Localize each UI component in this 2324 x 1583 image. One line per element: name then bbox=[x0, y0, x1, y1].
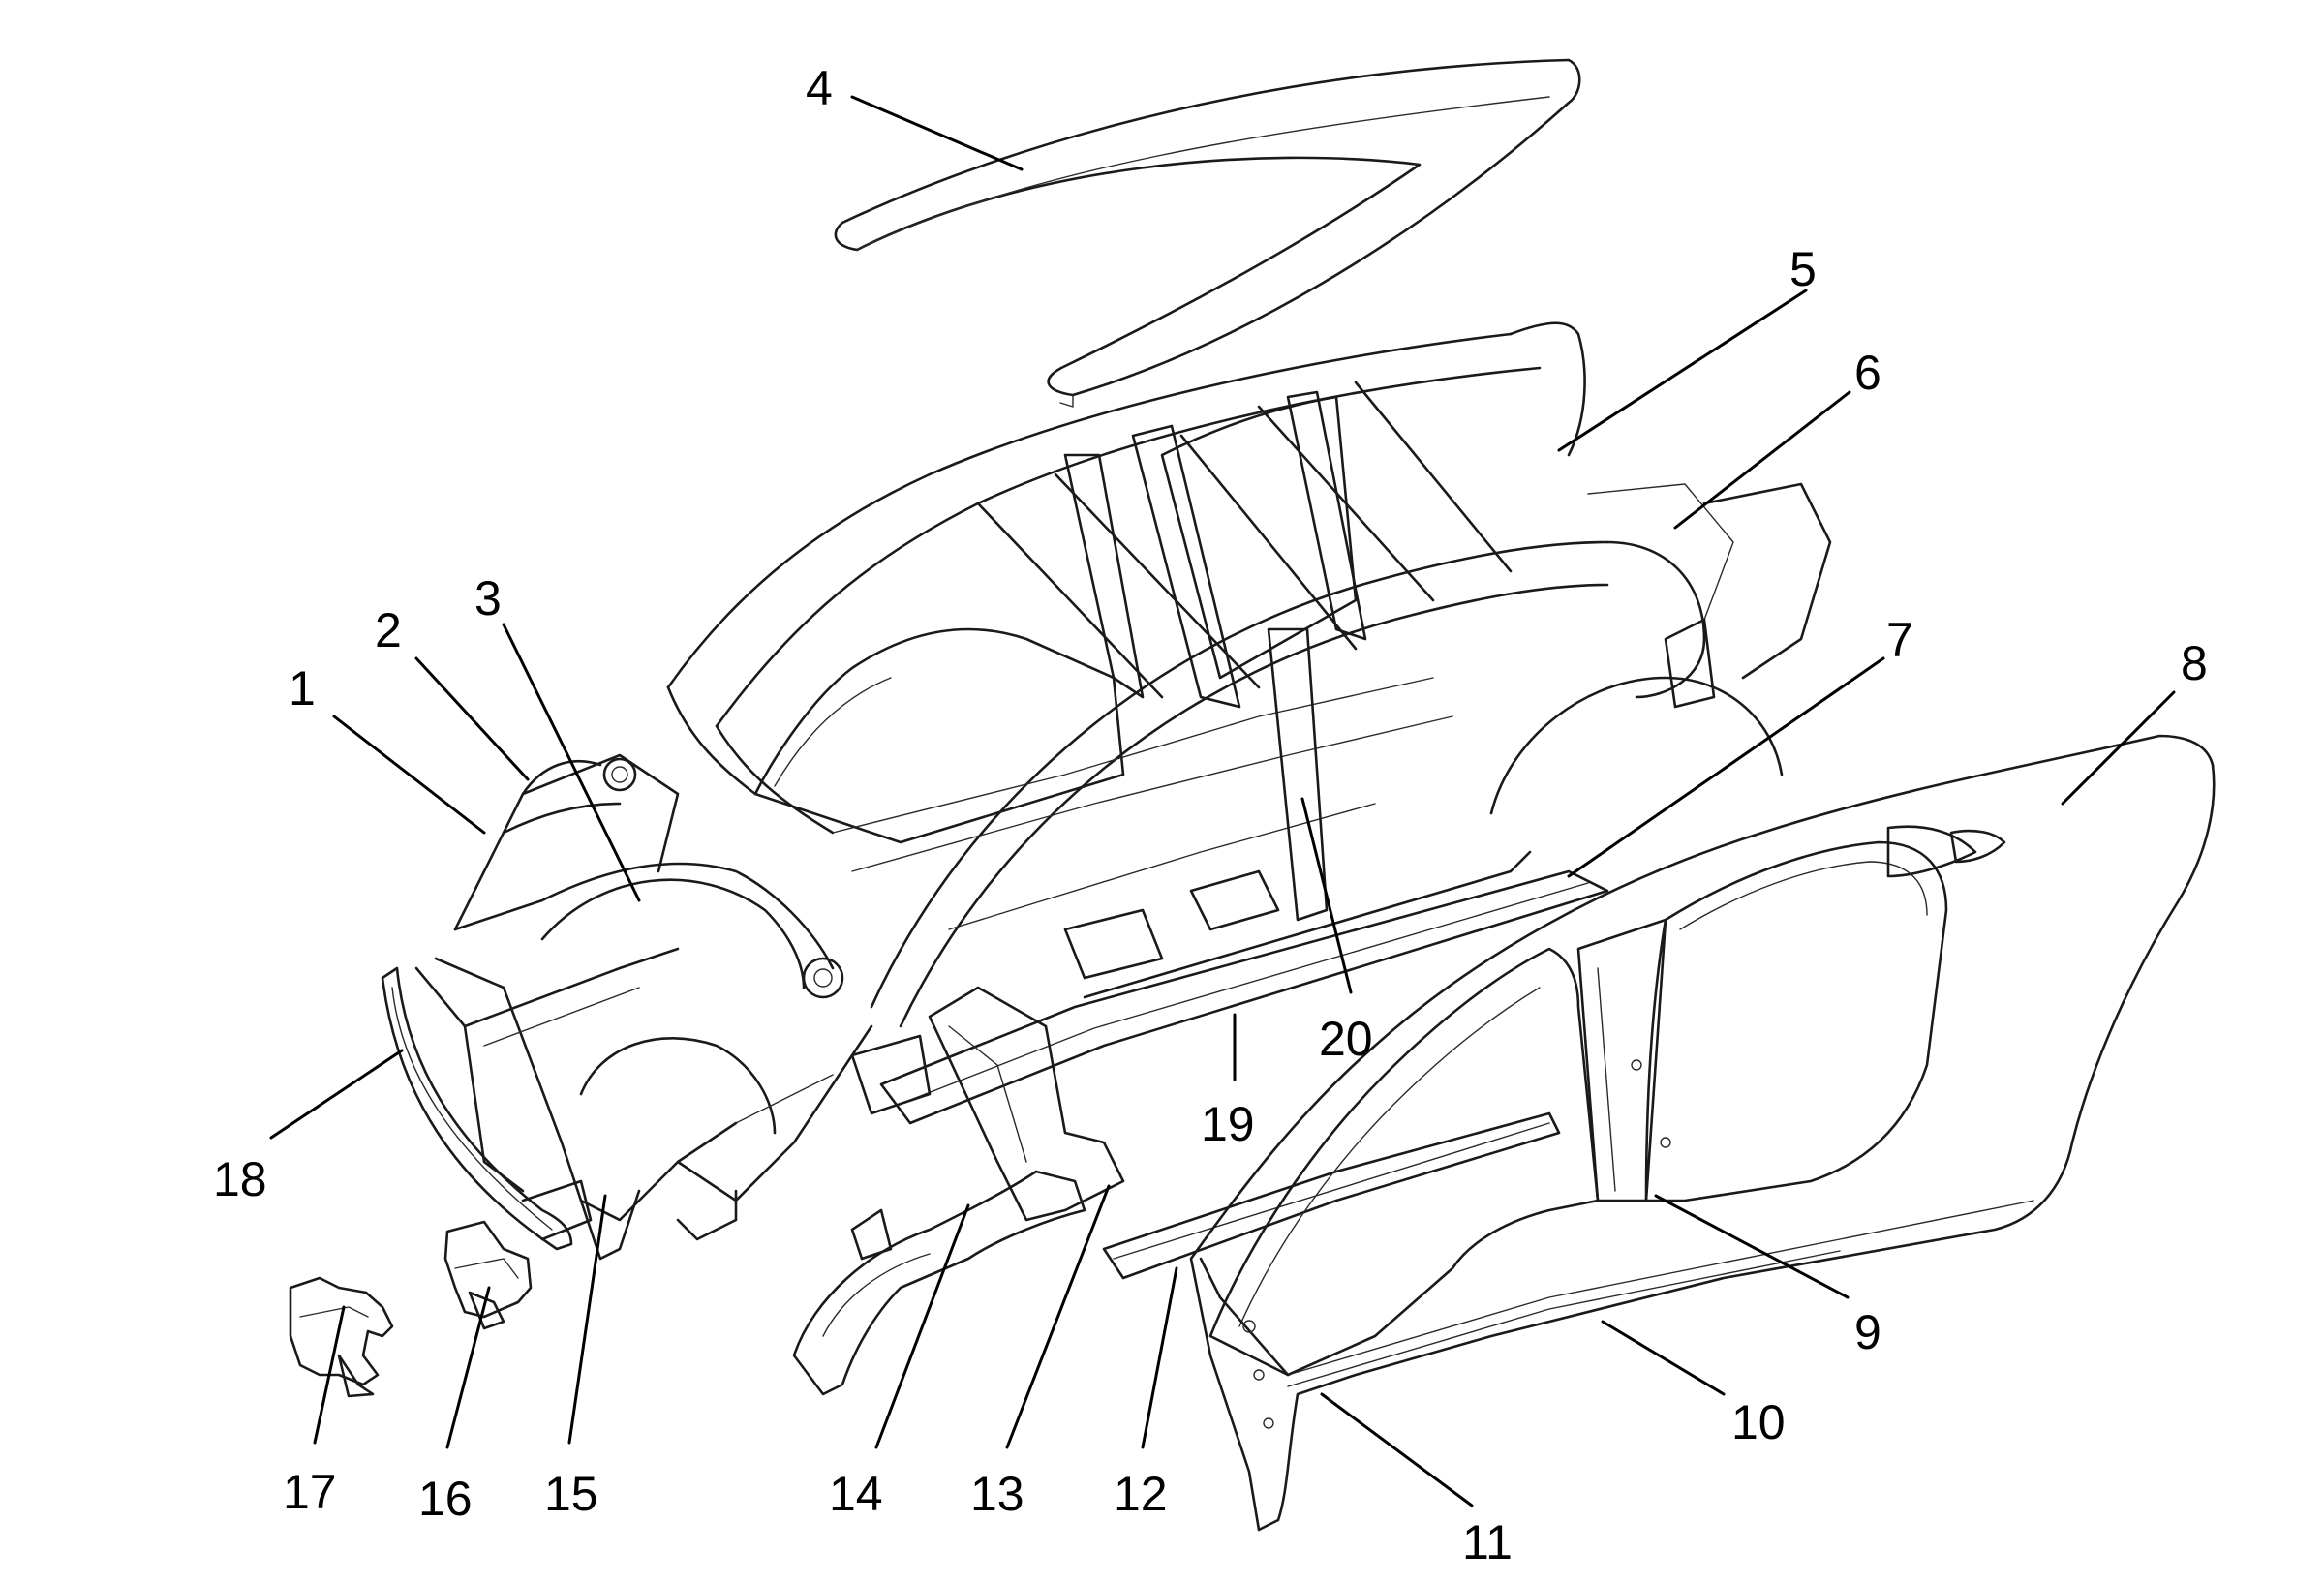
bracket-16 bbox=[443, 1220, 533, 1330]
callout-6: 6 bbox=[1854, 346, 1881, 400]
callout-15: 15 bbox=[544, 1467, 598, 1521]
roof-panel bbox=[834, 58, 1581, 408]
callout-16: 16 bbox=[418, 1472, 473, 1526]
callout-2: 2 bbox=[375, 603, 402, 657]
leader-14 bbox=[874, 1203, 970, 1449]
callout-19: 19 bbox=[1201, 1097, 1255, 1151]
rocker-outer-reinforcement bbox=[1102, 1111, 1561, 1280]
callout-20: 20 bbox=[1319, 1012, 1373, 1066]
callout-13: 13 bbox=[970, 1467, 1024, 1521]
leader-1 bbox=[332, 715, 486, 835]
callout-1: 1 bbox=[289, 661, 316, 715]
leader-8 bbox=[2061, 690, 2176, 806]
leader-9 bbox=[1654, 1194, 1850, 1299]
callout-8: 8 bbox=[2181, 636, 2208, 690]
body-in-white bbox=[414, 321, 1832, 1261]
leader-3 bbox=[502, 623, 641, 902]
leader-6 bbox=[1673, 390, 1851, 530]
front-bumper-beam bbox=[381, 966, 593, 1251]
callout-5: 5 bbox=[1789, 242, 1817, 296]
callout-11: 11 bbox=[1462, 1515, 1513, 1569]
callout-7: 7 bbox=[1886, 613, 1913, 667]
leader-lines bbox=[269, 95, 2176, 1507]
callout-4: 4 bbox=[806, 61, 833, 115]
leader-4 bbox=[850, 95, 1024, 171]
callout-18: 18 bbox=[213, 1152, 267, 1206]
callout-9: 9 bbox=[1854, 1305, 1881, 1359]
leader-10 bbox=[1601, 1320, 1726, 1396]
leader-17 bbox=[313, 1305, 346, 1445]
leader-13 bbox=[1005, 1184, 1111, 1449]
bracket-17 bbox=[289, 1276, 394, 1398]
callout-3: 3 bbox=[474, 571, 502, 625]
leader-16 bbox=[445, 1286, 491, 1449]
callout-10: 10 bbox=[1731, 1395, 1786, 1449]
leader-12 bbox=[1141, 1266, 1178, 1449]
leader-2 bbox=[414, 656, 530, 781]
leader-7 bbox=[1567, 656, 1885, 878]
leader-15 bbox=[567, 1194, 607, 1445]
body-side-outer-panel bbox=[1189, 734, 2216, 1532]
callout-14: 14 bbox=[829, 1467, 883, 1521]
leader-5 bbox=[1557, 289, 1808, 452]
callout-12: 12 bbox=[1114, 1467, 1168, 1521]
leader-18 bbox=[269, 1049, 404, 1140]
leader-11 bbox=[1320, 1392, 1474, 1507]
leader-20 bbox=[1300, 797, 1353, 994]
callout-labels: 1 2 3 4 5 6 7 8 9 10 11 12 13 14 15 16 1… bbox=[213, 61, 2208, 1569]
callout-17: 17 bbox=[283, 1465, 337, 1519]
front-wheelhouse-panel bbox=[792, 1170, 1086, 1396]
